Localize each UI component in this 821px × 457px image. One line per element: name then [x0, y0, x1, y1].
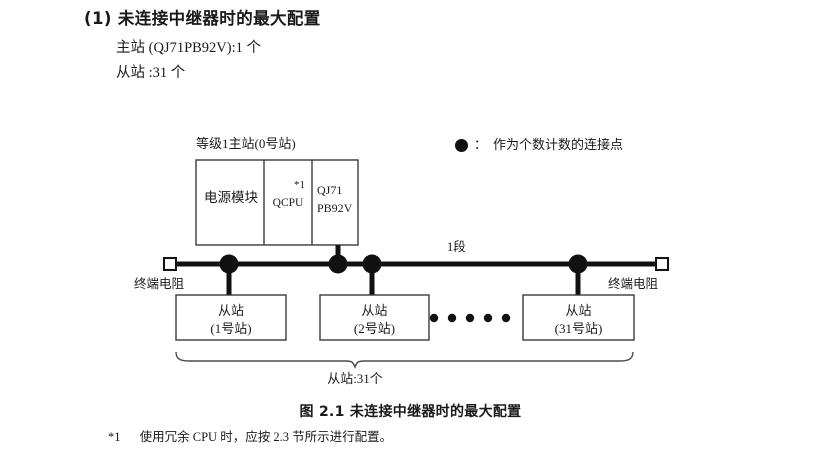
slave-station-31-label: 从站 (31号站): [523, 302, 634, 337]
slave-station-2-number: (2号站): [353, 320, 396, 336]
segment-count-label: 1段: [447, 240, 466, 254]
slave-box-2: [319, 294, 430, 341]
module-qcpu-label: QCPU: [272, 197, 304, 209]
slave-box-31: [522, 294, 635, 341]
module-qj71pb92v-label: QJ71 PB92V: [317, 181, 361, 217]
master-station-title: 等级1主站(0号站): [196, 136, 296, 151]
connection-node-master: [328, 254, 348, 274]
figure-caption: 图 2.1 未连接中继器时的最大配置: [299, 404, 522, 420]
page-title: (1) 未连接中继器时的最大配置: [84, 9, 321, 28]
footnote: *1 使用冗余 CPU 时，应按 2.3 节所示进行配置。: [108, 426, 392, 445]
section-heading-block: (1) 未连接中继器时的最大配置 主站 (QJ71PB92V):1 个 从站 :…: [84, 8, 704, 84]
spec-master-count: 主站 (QJ71PB92V):1 个: [116, 40, 262, 57]
connection-node-slave31: [568, 254, 588, 274]
slave-station-1-label: 从站 (1号站): [176, 302, 286, 337]
connection-node-slave2: [362, 254, 382, 274]
filled-circle-icon: [455, 138, 468, 152]
legend: ： 作为个数计数的连接点: [455, 137, 623, 153]
slave-station-1-number: (1号站): [210, 320, 252, 336]
module-qcpu-footnote-mark: *1: [294, 179, 305, 191]
slave-station-31-name: 从站: [565, 303, 592, 318]
terminator-right-label: 终端电阻: [608, 277, 659, 291]
terminator-right-symbol: [655, 257, 669, 271]
legend-separator: ：: [474, 137, 488, 152]
slave-station-2-name: 从站: [361, 303, 388, 318]
footnote-mark: *1: [108, 430, 121, 444]
legend-text: 作为个数计数的连接点: [493, 137, 624, 152]
module-qj71pb92v-line1: QJ71: [317, 183, 343, 197]
master-rack-outline: [195, 159, 359, 246]
slave-station-1-name: 从站: [217, 303, 244, 318]
slave-station-31-number: (31号站): [554, 320, 603, 336]
slave-group-total-label: 从站:31个: [327, 371, 383, 386]
slave-station-2-label: 从站 (2号站): [320, 302, 429, 337]
footnote-text: 使用冗余 CPU 时，应按 2.3 节所示进行配置。: [139, 430, 393, 444]
ellipsis-dots: [429, 313, 511, 323]
slave-box-1: [175, 294, 287, 341]
spec-slave-count: 从站 :31 个: [116, 64, 186, 81]
module-power-supply-label: 电源模块: [204, 190, 258, 205]
connection-node-slave1: [219, 254, 239, 274]
terminator-left-label: 终端电阻: [134, 277, 185, 291]
terminator-left-symbol: [163, 257, 177, 271]
module-qj71pb92v-line2: PB92V: [317, 201, 353, 215]
slave-group-brace: [175, 351, 634, 369]
